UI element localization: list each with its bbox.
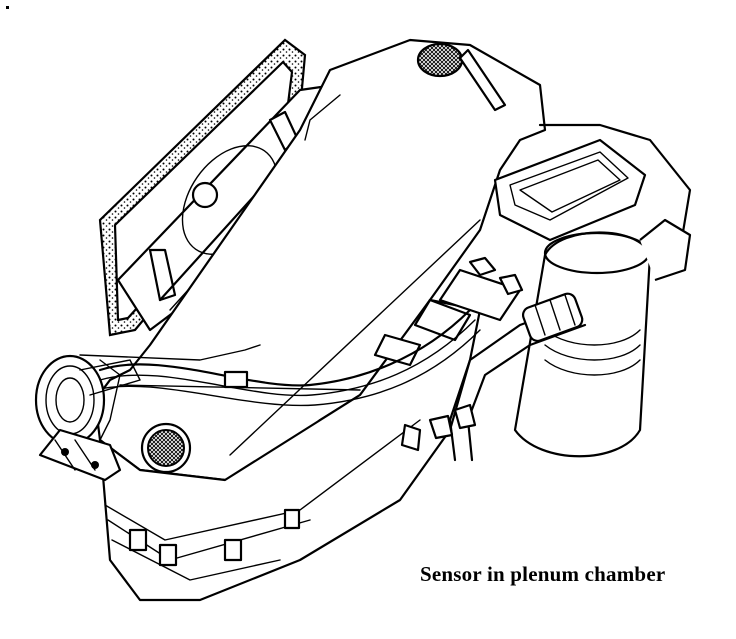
figure-caption: Sensor in plenum chamber <box>420 562 666 586</box>
corner-mark <box>6 6 9 9</box>
oil-filler-cap <box>416 42 507 112</box>
coolant-hose <box>448 292 587 462</box>
filter-canister <box>513 218 692 458</box>
distributor-assembly <box>34 354 141 482</box>
sensor-icon <box>373 256 524 452</box>
hose-clips <box>128 508 301 567</box>
wiring-harness <box>79 308 481 441</box>
lower-manifold <box>98 298 482 602</box>
